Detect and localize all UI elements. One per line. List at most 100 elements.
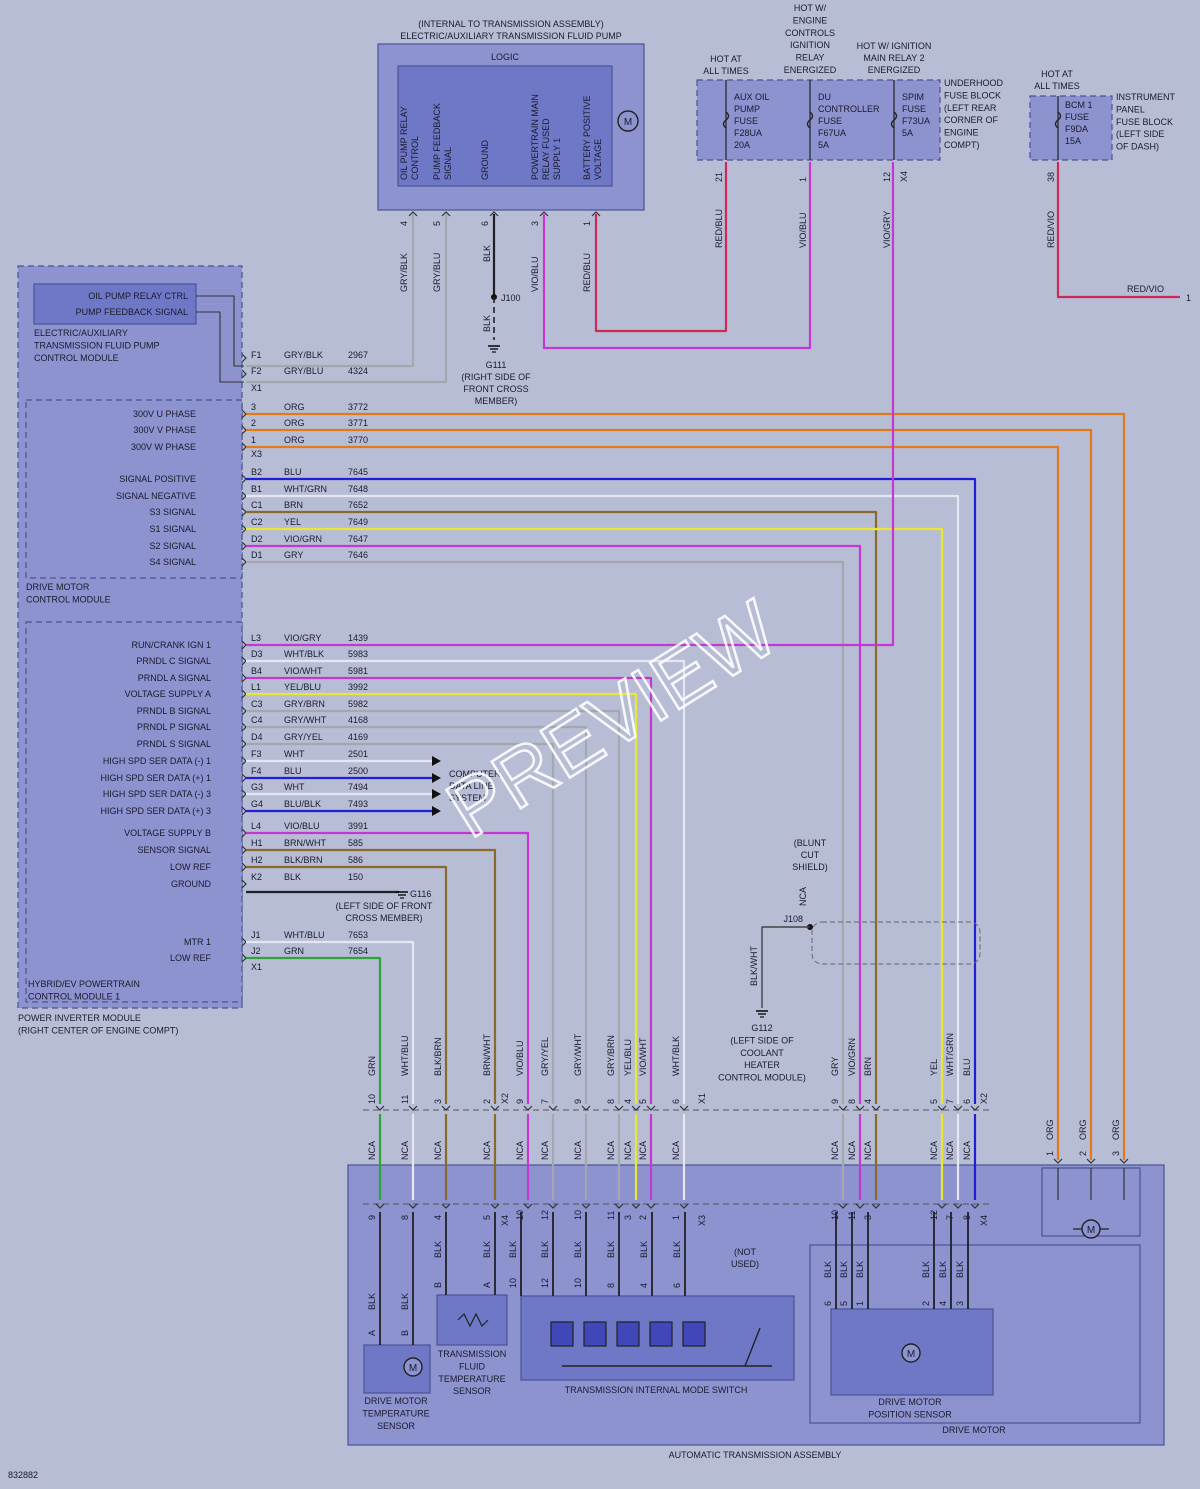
position-motor-icon bbox=[901, 1343, 921, 1363]
x2-right-pin-mark bbox=[855, 1105, 865, 1111]
pump-logic-box bbox=[397, 65, 613, 187]
fuse-label: FUSE bbox=[818, 116, 842, 126]
phase-pin-mark bbox=[1119, 1158, 1129, 1164]
nca-label: NCA bbox=[962, 1141, 972, 1160]
x1-mid-pin-mark bbox=[548, 1105, 558, 1111]
red-vio-ref: 1 bbox=[1186, 293, 1191, 303]
module-pin-id: D1 bbox=[251, 550, 263, 560]
pump-pin-connector bbox=[591, 211, 601, 217]
pump-pin-label: SIGNAL bbox=[443, 147, 453, 180]
fuse-pin-number: 1 bbox=[798, 177, 808, 182]
hybrid-connector: X1 bbox=[251, 962, 262, 972]
module-pin-id: D4 bbox=[251, 732, 263, 742]
module-circuit: 5982 bbox=[348, 699, 368, 709]
nca-label: NCA bbox=[482, 1141, 492, 1160]
bcm-fuse-pin: 38 bbox=[1046, 172, 1056, 182]
trans-x3-pin: 1 bbox=[671, 1215, 681, 1220]
module-pin-id: H1 bbox=[251, 838, 263, 848]
module-pin-id: G3 bbox=[251, 782, 263, 792]
module-pin bbox=[241, 640, 247, 650]
dm-pin: 6 bbox=[823, 1301, 833, 1306]
module-pin-id: K2 bbox=[251, 872, 262, 882]
g111-location: (RIGHT SIDE OF bbox=[461, 372, 531, 382]
pump-module-name: CONTROL MODULE bbox=[34, 353, 119, 363]
dm-signal-wire bbox=[246, 510, 878, 1104]
trans-x3-pin: 10 bbox=[515, 1210, 525, 1220]
dmt-sensor-name: SENSOR bbox=[377, 1421, 416, 1431]
dm-signal-wire bbox=[246, 560, 845, 1104]
dm-signal-wire bbox=[246, 544, 862, 1104]
module-wire-color: ORG bbox=[284, 435, 305, 445]
not-used-label: (NOT bbox=[734, 1247, 756, 1257]
mode-switch-element bbox=[583, 1321, 607, 1347]
module-pin bbox=[241, 862, 247, 872]
module-circuit: 7653 bbox=[348, 930, 368, 940]
tft-sensor-name: FLUID bbox=[459, 1361, 486, 1371]
bcm-fuse-label: F9DA bbox=[1065, 124, 1088, 134]
internal-wire-color: BLK bbox=[540, 1241, 550, 1258]
trans-x4-right-pin: 7 bbox=[945, 1215, 955, 1220]
dmt-motor-icon: M bbox=[409, 1363, 417, 1374]
x1-mid-pin: 7 bbox=[540, 1099, 550, 1104]
hybrid-signal-label: RUN/CRANK IGN 1 bbox=[131, 640, 211, 650]
pump-module-connector: X1 bbox=[251, 383, 262, 393]
x1-mid-pin: 9 bbox=[573, 1099, 583, 1104]
trans-pin-mark bbox=[871, 1203, 881, 1209]
phase-pin: 2 bbox=[1078, 1151, 1088, 1156]
trans-x4-left-pin: 9 bbox=[367, 1215, 377, 1220]
x1-mid-wire: WHT/BLK bbox=[671, 1036, 681, 1076]
fuse-label: SPIM bbox=[902, 92, 924, 102]
x2-right-pin-mark bbox=[970, 1105, 980, 1111]
module-pin bbox=[241, 789, 247, 799]
module-wire-color: BLK bbox=[284, 872, 301, 882]
trans-pin-mark bbox=[953, 1203, 963, 1209]
underhood-fuse-block-name: ENGINE bbox=[944, 128, 979, 138]
pump-pin-label: PUMP FEEDBACK bbox=[432, 103, 442, 180]
hybrid-signal-label: HIGH SPD SER DATA (-) 1 bbox=[103, 756, 211, 766]
dm-signal-label: SIGNAL POSITIVE bbox=[119, 474, 196, 484]
pump-pin-label: OIL PUMP RELAY bbox=[399, 106, 409, 180]
module-circuit: 585 bbox=[348, 838, 363, 848]
fuse-pin-number: 12 bbox=[882, 172, 892, 182]
x2-right-pin-mark bbox=[838, 1105, 848, 1111]
module-circuit: 7646 bbox=[348, 550, 368, 560]
phase-pin: 3 bbox=[1111, 1151, 1121, 1156]
hybrid-signal-label: PRNDL B SIGNAL bbox=[137, 706, 211, 716]
module-circuit: 4168 bbox=[348, 715, 368, 725]
module-pin bbox=[241, 739, 247, 749]
nca-label: NCA bbox=[830, 1141, 840, 1160]
mode-switch-element bbox=[649, 1321, 673, 1347]
hot-ignition-label: ENERGIZED bbox=[784, 65, 837, 75]
g111-location: FRONT CROSS bbox=[463, 384, 528, 394]
internal-wire-color: BLK bbox=[508, 1241, 518, 1258]
module-circuit: 3991 bbox=[348, 821, 368, 831]
module-pin bbox=[241, 953, 247, 963]
module-pin bbox=[241, 353, 247, 363]
drive-motor-name: DRIVE MOTOR bbox=[942, 1425, 1006, 1435]
module-circuit: 2500 bbox=[348, 766, 368, 776]
trans-pin-mark bbox=[631, 1203, 641, 1209]
drive-motor-module-name: DRIVE MOTOR bbox=[26, 582, 90, 592]
trans-x4-right-pin: 10 bbox=[830, 1210, 840, 1220]
phase-label: 300V U PHASE bbox=[133, 409, 196, 419]
pump-module-name: TRANSMISSION FLUID PUMP bbox=[34, 340, 160, 350]
module-wire-color: WHT/BLK bbox=[284, 649, 324, 659]
trans-pin-mark bbox=[581, 1203, 591, 1209]
x2-right-wire: YEL bbox=[929, 1059, 939, 1076]
x2-right-wire: GRY bbox=[830, 1057, 840, 1076]
vio-blu-wire bbox=[542, 162, 812, 350]
pump-control-box bbox=[33, 283, 197, 325]
dm-signal-wire bbox=[246, 527, 944, 1104]
underhood-fuse-block-name: UNDERHOOD bbox=[944, 78, 1004, 88]
ip-fuse-block-name: PANEL bbox=[1116, 104, 1145, 114]
internal-wire-color: BLK bbox=[672, 1241, 682, 1258]
hybrid-signal-wire bbox=[246, 725, 588, 1104]
internal-wire-color: BLK bbox=[482, 1241, 492, 1258]
mode-pin: 4 bbox=[639, 1283, 649, 1288]
module-pin bbox=[241, 773, 247, 783]
underhood-fuse-block-name: CORNER OF bbox=[944, 115, 999, 125]
pump-pin-connector bbox=[539, 211, 549, 217]
phase-wire-label: ORG bbox=[1111, 1119, 1121, 1140]
trans-x3-connector: X3 bbox=[697, 1215, 707, 1226]
dm-pin: 4 bbox=[938, 1301, 948, 1306]
